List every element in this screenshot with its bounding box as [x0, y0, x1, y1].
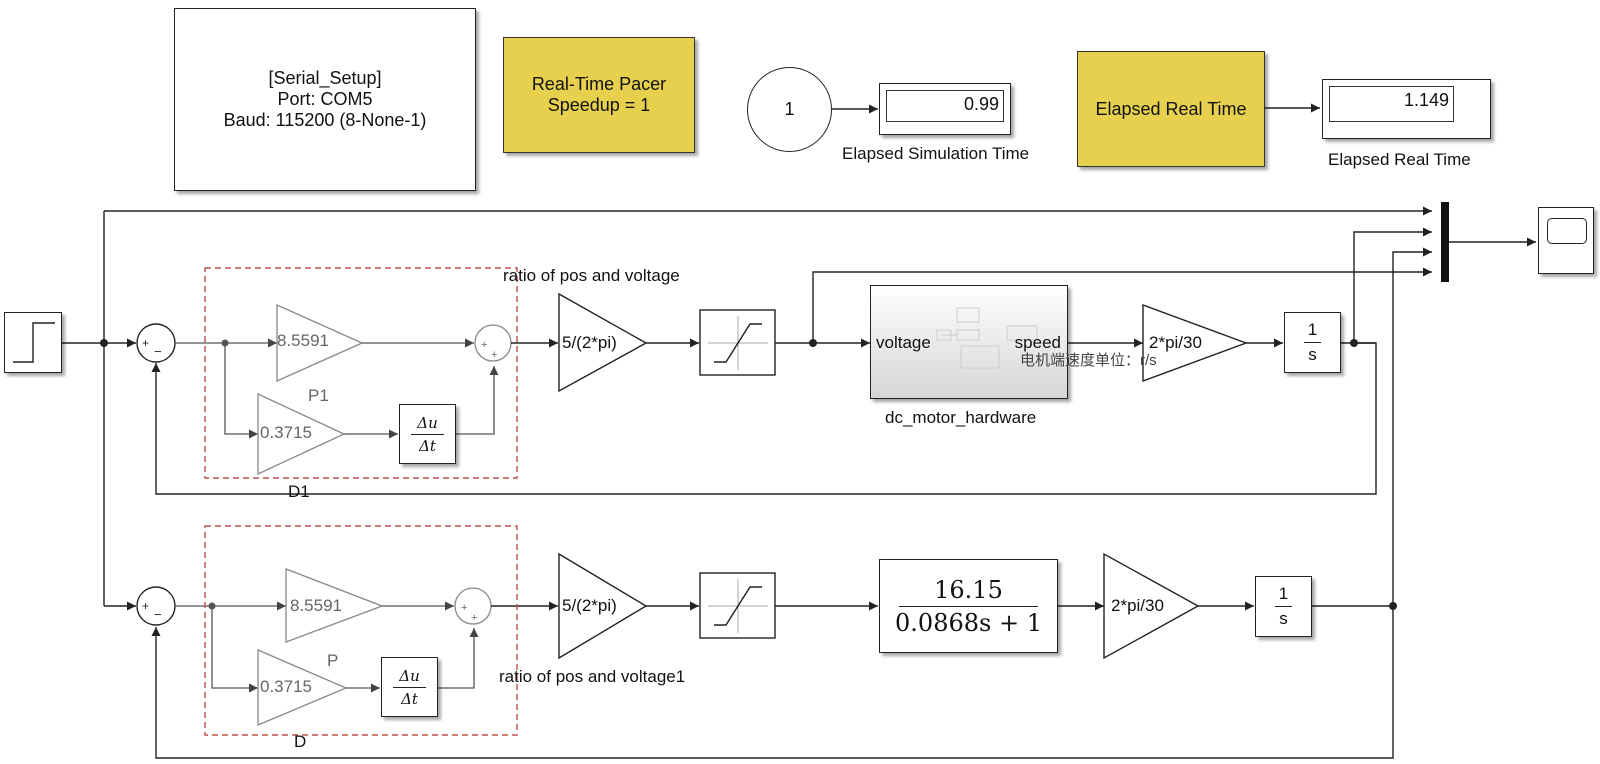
sum1-minus: − — [154, 344, 162, 359]
gain-d2[interactable] — [257, 649, 348, 726]
real-time-pacer-block[interactable]: Real-Time Pacer Speedup = 1 — [503, 37, 695, 153]
integrator-block-2[interactable]: 1 s — [1255, 576, 1312, 637]
gain-p1[interactable] — [276, 303, 364, 383]
wire-int2-to-mux — [1392, 247, 1432, 606]
transfer-function-denominator: 0.0868s + 1 — [895, 608, 1042, 637]
wire-sat1-to-mux — [812, 267, 1432, 343]
wire-feedback-1 — [151, 342, 1377, 495]
sim-time-display[interactable]: 0.99 — [879, 83, 1011, 135]
motor-output-port: speed — [1014, 333, 1061, 352]
sum1-plus: + — [142, 336, 149, 350]
derivative1-den: Δt — [419, 436, 436, 455]
derivative2-den: Δt — [401, 689, 418, 708]
pacer-title: Real-Time Pacer — [531, 74, 667, 94]
gain-conversion-2-value: 2*pi/30 — [1111, 596, 1164, 615]
elapsed-real-time-block[interactable]: Elapsed Real Time — [1077, 51, 1265, 167]
gain-d1-label: D1 — [288, 482, 310, 501]
sum-pd1-plus-a: + — [481, 339, 487, 351]
gain-p2-value: 8.5591 — [290, 596, 342, 615]
real-time-label: Elapsed Real Time — [1328, 150, 1471, 169]
wire-int1-to-mux — [1353, 227, 1432, 343]
gain-d2-label: D — [294, 732, 307, 751]
serial-setup-port: Port: COM5 — [277, 89, 373, 109]
dc-motor-hardware-label: dc_motor_hardware — [885, 408, 1037, 427]
gain-p1-label: P1 — [308, 386, 329, 405]
constant-block[interactable]: 1 — [747, 67, 832, 152]
gain-ratio-2-value: 5/(2*pi) — [562, 596, 617, 615]
real-time-value: 1.149 — [1329, 86, 1454, 122]
pacer-speedup: Speedup = 1 — [547, 95, 651, 115]
gain-ratio-1-label: ratio of pos and voltage — [503, 266, 680, 285]
gain-p2[interactable] — [285, 568, 384, 643]
sat2-curve — [714, 586, 762, 626]
motor-input-port: voltage — [876, 333, 931, 352]
sum-pd2-plus-a: + — [461, 602, 467, 614]
sat1-curve — [714, 323, 762, 363]
gain-ratio-2[interactable] — [558, 552, 648, 660]
sim-time-value: 0.99 — [886, 90, 1004, 122]
mux-block[interactable] — [1441, 202, 1449, 282]
gain-d1-value: 0.3715 — [260, 423, 312, 442]
integrator1-den: s — [1308, 345, 1317, 364]
gain-ratio-2-label: ratio of pos and voltage1 — [499, 667, 686, 686]
derivative2-bar — [393, 686, 426, 688]
transfer-function-numerator: 16.15 — [934, 575, 1003, 604]
derivative2-num: Δu — [399, 666, 420, 685]
sum-pd2-plus-b: + — [471, 612, 477, 624]
sum2-minus: − — [154, 607, 162, 622]
gain-conversion-1[interactable] — [1142, 303, 1249, 383]
sum2-plus: + — [142, 599, 149, 613]
gain-d1[interactable] — [257, 392, 346, 476]
integrator-block-1[interactable]: 1 s — [1284, 312, 1341, 373]
gain-conversion-1-value: 2*pi/30 — [1149, 333, 1202, 352]
derivative1-bar — [411, 433, 444, 435]
transfer-function-bar — [899, 605, 1038, 607]
motor-speed-unit-note: 电机端速度单位：r/s — [1020, 352, 1157, 369]
sim-time-label: Elapsed Simulation Time — [842, 144, 1030, 163]
dc-motor-hardware-block[interactable]: voltage speed — [870, 285, 1068, 399]
constant-value: 1 — [784, 99, 795, 119]
derivative-block-1[interactable]: Δu Δt — [399, 404, 456, 464]
step-block[interactable] — [4, 312, 62, 373]
subsystem-icon — [936, 307, 1038, 369]
transfer-function-block[interactable]: 16.15 0.0868s + 1 — [879, 559, 1058, 653]
wire-to-d2 — [211, 606, 258, 693]
wire-deriv2-to-sum — [438, 628, 479, 689]
wire-deriv1-to-sum — [456, 366, 499, 435]
elapsed-real-time-title: Elapsed Real Time — [1095, 98, 1247, 119]
scope-block[interactable] — [1538, 207, 1594, 274]
integrator2-den: s — [1279, 609, 1288, 628]
real-time-display[interactable]: 1.149 — [1322, 79, 1491, 139]
gain-d2-value: 0.3715 — [260, 677, 312, 696]
gain-conversion-2[interactable] — [1103, 552, 1200, 660]
sum-pd1-plus-b: + — [491, 349, 497, 361]
step-icon — [13, 322, 55, 363]
pd-controller-area-2 — [204, 525, 518, 736]
pd-controller-area-1 — [204, 267, 518, 479]
wire-feedback-2 — [151, 606, 1394, 759]
gain-p2-label: P — [327, 651, 339, 670]
serial-setup-baud: Baud: 115200 (8-None-1) — [223, 110, 427, 130]
serial-setup-title: [Serial_Setup] — [268, 68, 382, 88]
wire-to-d1 — [224, 343, 258, 439]
derivative1-num: Δu — [417, 413, 438, 432]
gain-ratio-1-value: 5/(2*pi) — [562, 333, 617, 352]
gain-p1-value: 8.5591 — [277, 331, 329, 350]
serial-setup-block[interactable]: [Serial_Setup] Port: COM5 Baud: 115200 (… — [174, 8, 476, 191]
integrator1-bar — [1304, 342, 1321, 343]
derivative-block-2[interactable]: Δu Δt — [381, 657, 438, 717]
integrator2-num: 1 — [1278, 584, 1289, 603]
scope-screen-icon — [1547, 218, 1587, 244]
integrator1-num: 1 — [1307, 320, 1318, 339]
gain-ratio-1[interactable] — [558, 292, 648, 393]
integrator2-bar — [1275, 606, 1292, 607]
